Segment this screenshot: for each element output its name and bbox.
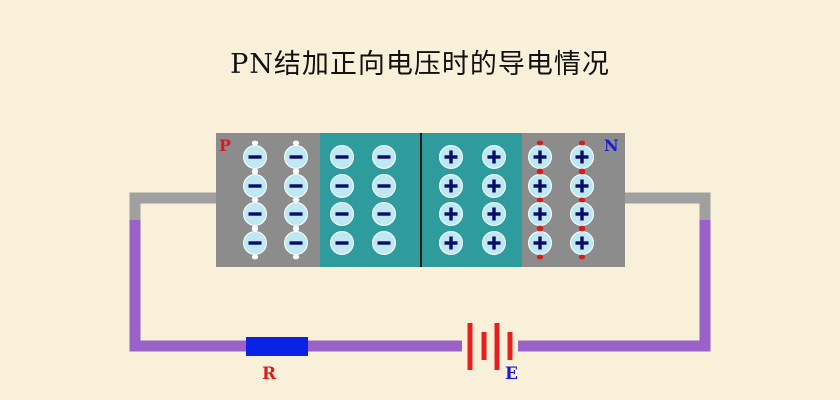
depletion-charge-positive [482, 202, 506, 226]
battery [462, 323, 518, 370]
depletion-charge-negative [372, 174, 396, 198]
wire-right-gray [625, 192, 711, 222]
n-charge-positive [570, 140, 594, 174]
depletion-charge-negative [372, 231, 396, 255]
depletion-charge-negative [372, 145, 396, 169]
depletion-charge-negative [330, 231, 354, 255]
n-charge-positive [570, 169, 594, 203]
p-charge-negative [284, 169, 308, 203]
p-region-label: P [219, 136, 232, 155]
depletion-charge-negative [330, 202, 354, 226]
p-charge-negative [243, 226, 267, 260]
depletion-charge-positive [439, 174, 463, 198]
depletion-charge-negative [330, 174, 354, 198]
page-title: PN结加正向电压时的导电情况 [230, 49, 610, 80]
depletion-charge-negative [330, 145, 354, 169]
depletion-charge-positive [439, 202, 463, 226]
depletion-charge-positive [482, 174, 506, 198]
n-charge-positive [528, 226, 552, 260]
resistor-label: R [262, 364, 277, 384]
depletion-charge-negative [372, 202, 396, 226]
n-charge-positive [528, 140, 552, 174]
wire-left-purple [129, 220, 470, 352]
depletion-charge-positive [482, 145, 506, 169]
p-charge-negative [284, 140, 308, 174]
resistor [246, 337, 308, 356]
battery-label: E [505, 364, 518, 384]
n-region-label: N [604, 136, 619, 155]
wire-right-purple [510, 220, 711, 352]
wire-left-gray [129, 192, 216, 222]
n-charge-positive [570, 226, 594, 260]
depletion-charge-positive [439, 145, 463, 169]
depletion-charge-positive [439, 231, 463, 255]
p-charge-negative [284, 226, 308, 260]
depletion-charge-positive [482, 231, 506, 255]
